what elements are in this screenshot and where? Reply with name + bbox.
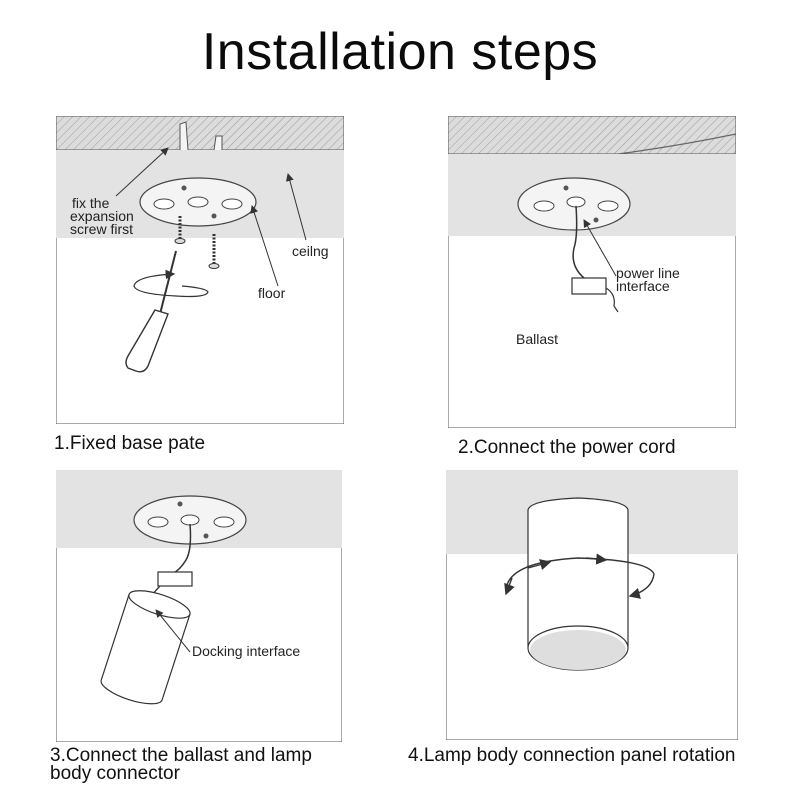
screw (208, 234, 220, 269)
ballast-box (157, 571, 193, 587)
step-1-illustration: fix the expansion screw first ceilng flo… (56, 116, 344, 424)
step-3-illustration: Docking interface (56, 470, 342, 742)
power-line-label-1: power line (616, 265, 680, 281)
screwdriver (125, 250, 177, 373)
step-3-caption-line2: body connector (50, 763, 180, 784)
screw-note-line2: expansion (70, 208, 134, 224)
ballast-label: Ballast (516, 331, 558, 347)
step-2-caption: 2.Connect the power cord (458, 437, 676, 458)
step-3-caption-line1: 3.Connect the ballast and lamp (50, 745, 312, 766)
lamp-body (527, 497, 629, 671)
screw (174, 216, 186, 244)
rotation-arrow (505, 557, 655, 599)
step-1-panel: fix the expansion screw first ceilng flo… (56, 116, 344, 424)
step-2-illustration: power line interface Ballast (448, 116, 736, 428)
step-4-illustration (446, 470, 738, 740)
floor-label: floor (258, 285, 286, 301)
step-2-panel: power line interface Ballast (448, 116, 736, 428)
ceiling-slab (448, 116, 736, 155)
step-4-panel (446, 470, 738, 740)
step-1-caption: 1.Fixed base pate (54, 433, 206, 454)
screw-note-line3: screw first (70, 221, 133, 237)
page-title: Installation steps (201, 23, 599, 81)
power-line-label-2: interface (616, 278, 670, 294)
ceiling-slab (56, 116, 344, 151)
step-4-caption: 4.Lamp body connection panel rotation (408, 745, 736, 766)
ceiling-label: ceilng (292, 243, 329, 259)
lamp-body (100, 590, 191, 705)
step-3-panel: Docking interface (56, 470, 342, 742)
ballast-box (571, 277, 607, 295)
screw-note-line1: fix the (72, 195, 110, 211)
docking-label: Docking interface (192, 643, 300, 659)
